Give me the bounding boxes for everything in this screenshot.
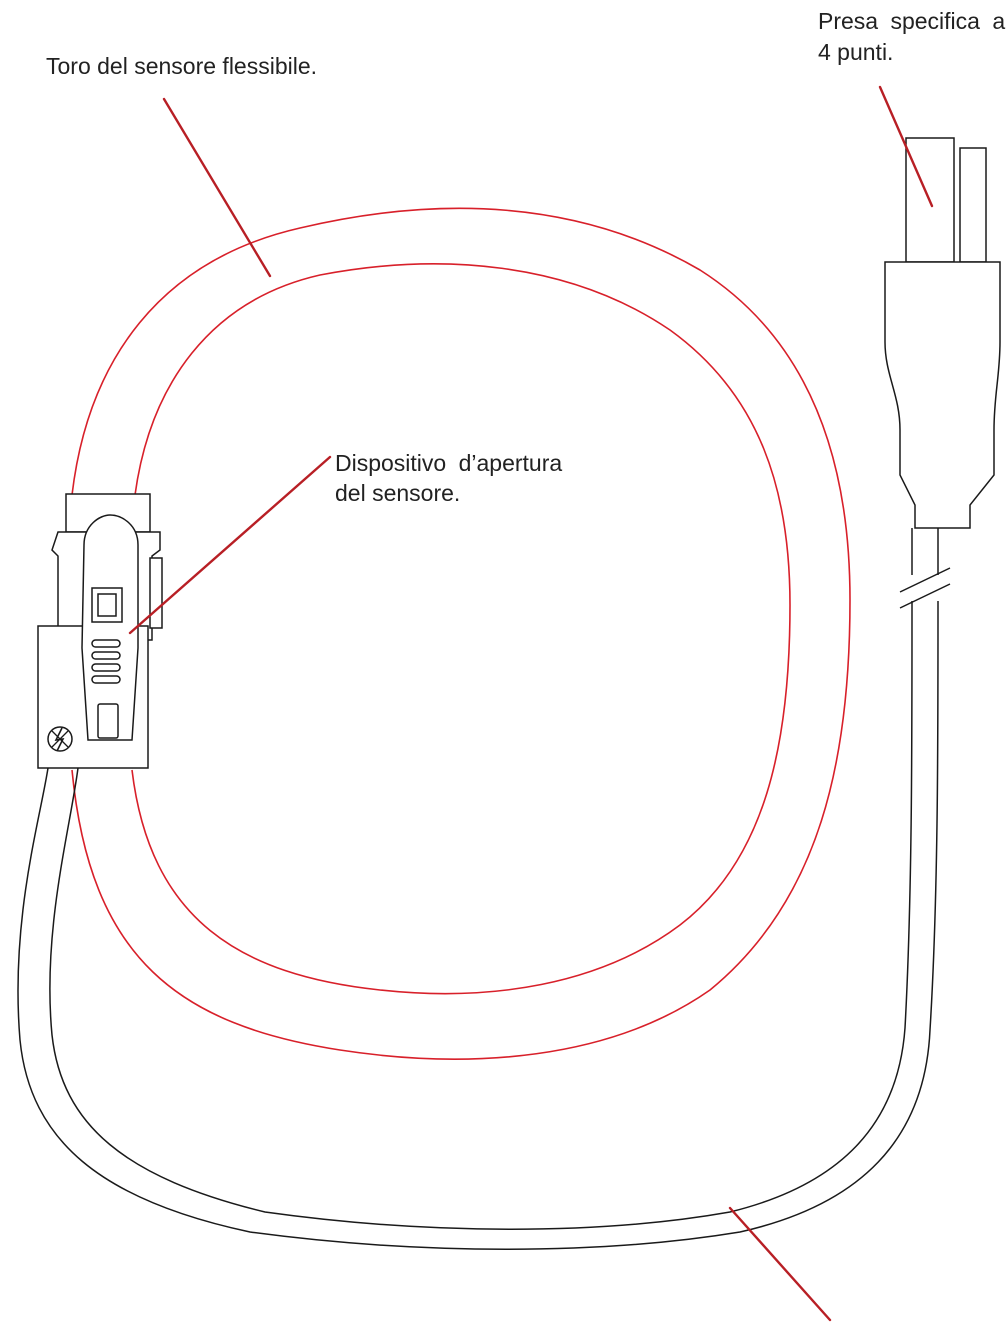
clamp-lever-window <box>91 587 123 623</box>
leader-cable <box>728 1206 832 1322</box>
clamp-grip-ridges <box>91 639 121 684</box>
leader-torus <box>162 97 272 278</box>
torus-inner-edge <box>131 263 791 995</box>
sensor-cable <box>17 528 939 1250</box>
leader-plug <box>878 85 934 208</box>
flexible-torus <box>71 207 851 1060</box>
leader-lines <box>128 85 934 1322</box>
label-opening-device-line2: del sensore. <box>335 480 461 506</box>
double-insulation-lightning-icon <box>47 726 73 752</box>
label-opening-device-line1: Dispositivo d’apertura <box>335 450 563 476</box>
sensor-opening-device <box>37 493 163 769</box>
label-plug-line2: 4 punti. <box>818 39 894 65</box>
label-plug-line1: Presa specifica a <box>818 8 1006 34</box>
plug-body <box>884 261 1001 529</box>
plug-pin-right <box>959 147 987 263</box>
torus-outer-edge <box>71 207 851 1060</box>
cable-edge-b <box>49 528 913 1230</box>
cable-break-symbol <box>899 567 951 609</box>
leader-opening-device <box>128 455 332 635</box>
label-flexible-torus: Toro del sensore flessibile. <box>46 53 318 79</box>
clamp-lever-slot <box>97 703 119 739</box>
four-point-plug <box>884 137 1001 529</box>
clamp-side-tab <box>149 557 163 629</box>
cable-edge-a <box>17 528 939 1250</box>
